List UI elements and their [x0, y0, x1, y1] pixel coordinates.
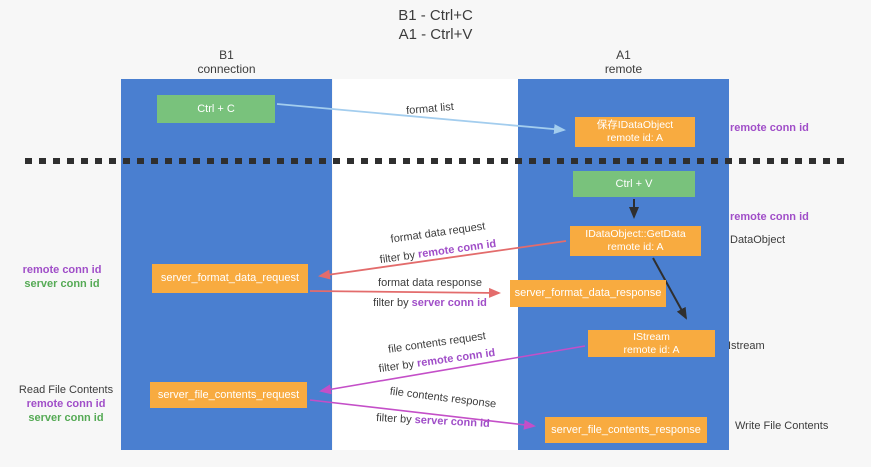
label-filter-server-1: filter by server conn id [373, 297, 487, 309]
right-column-name: A1 [616, 48, 631, 62]
ctrl-c-label: Ctrl + C [197, 102, 235, 115]
right-remote-conn-id-top: remote conn id [730, 122, 809, 134]
left-read-file-block: Read File Contents remote conn id server… [12, 383, 120, 425]
getdata-line1: IDataObject::GetData [585, 228, 686, 240]
left-conn-id-block: remote conn id server conn id [14, 263, 110, 291]
filter-by-text: filter by [373, 297, 409, 309]
left-remote-conn-id-1: remote conn id [22, 264, 102, 276]
left-column-sub: connection [197, 62, 256, 76]
server-file-contents-request-label: server_file_contents_request [157, 388, 300, 401]
title-line-1: B1 - Ctrl+C [398, 7, 473, 24]
right-column-sub: remote [604, 62, 643, 76]
idataobject-getdata-box: IDataObject::GetData remote id: A [570, 226, 701, 256]
istream-box: IStream remote id: A [588, 330, 715, 357]
filter-by-text: filter by [375, 412, 412, 426]
getdata-line2: remote id: A [607, 241, 664, 253]
server-format-data-request-label: server_format_data_request [160, 272, 300, 284]
arrow-getdata-to-istream [652, 257, 687, 320]
right-istream-label: Istream [728, 340, 765, 352]
istream-line1: IStream [633, 330, 670, 343]
arrow-format-data-request [318, 240, 567, 280]
left-server-conn-id-2: server conn id [28, 412, 104, 424]
right-column-header: A1 remote [518, 48, 729, 76]
lane-gap [333, 79, 518, 450]
istream-line2: remote id: A [623, 343, 680, 356]
ctrl-v-box: Ctrl + V [573, 171, 695, 197]
left-server-conn-id-1: server conn id [24, 278, 100, 290]
left-column-header: B1 connection [121, 48, 332, 76]
arrow-file-contents-request [319, 345, 586, 395]
left-remote-conn-id-2: remote conn id [26, 398, 106, 410]
right-remote-conn-id-mid: remote conn id [730, 211, 809, 223]
save-idataobject-line2: remote id: A [606, 132, 664, 144]
server-file-contents-response-label: server_file_contents_response [551, 423, 701, 436]
diagram-title: B1 - Ctrl+C A1 - Ctrl+V [0, 6, 871, 44]
server-format-data-request-box: server_format_data_request [152, 264, 308, 293]
server-conn-id-text: server conn id [411, 297, 487, 309]
server-format-data-response-label: server_format_data_response [514, 287, 662, 299]
ctrl-v-label: Ctrl + V [615, 177, 653, 190]
right-dataobject-label: DataObject [730, 234, 786, 246]
label-format-data-response: format data response [378, 277, 482, 289]
title-line-2: A1 - Ctrl+V [398, 26, 473, 43]
left-read-file-contents-label: Read File Contents [18, 384, 114, 396]
server-format-data-response-box: server_format_data_response [510, 280, 666, 307]
arrow-format-list [276, 103, 566, 135]
server-file-contents-request-box: server_file_contents_request [150, 382, 307, 408]
save-idataobject-line1: 保存IDataObject [596, 119, 674, 131]
dashed-separator [25, 158, 846, 164]
server-file-contents-response-box: server_file_contents_response [545, 417, 707, 443]
arrow-format-data-response [309, 287, 501, 298]
arrow-file-contents-response [309, 399, 536, 430]
save-idataobject-box: 保存IDataObject remote id: A [575, 117, 695, 147]
left-column-name: B1 [219, 48, 234, 62]
right-write-file-contents-label: Write File Contents [735, 420, 829, 432]
ctrl-c-box: Ctrl + C [157, 95, 275, 123]
